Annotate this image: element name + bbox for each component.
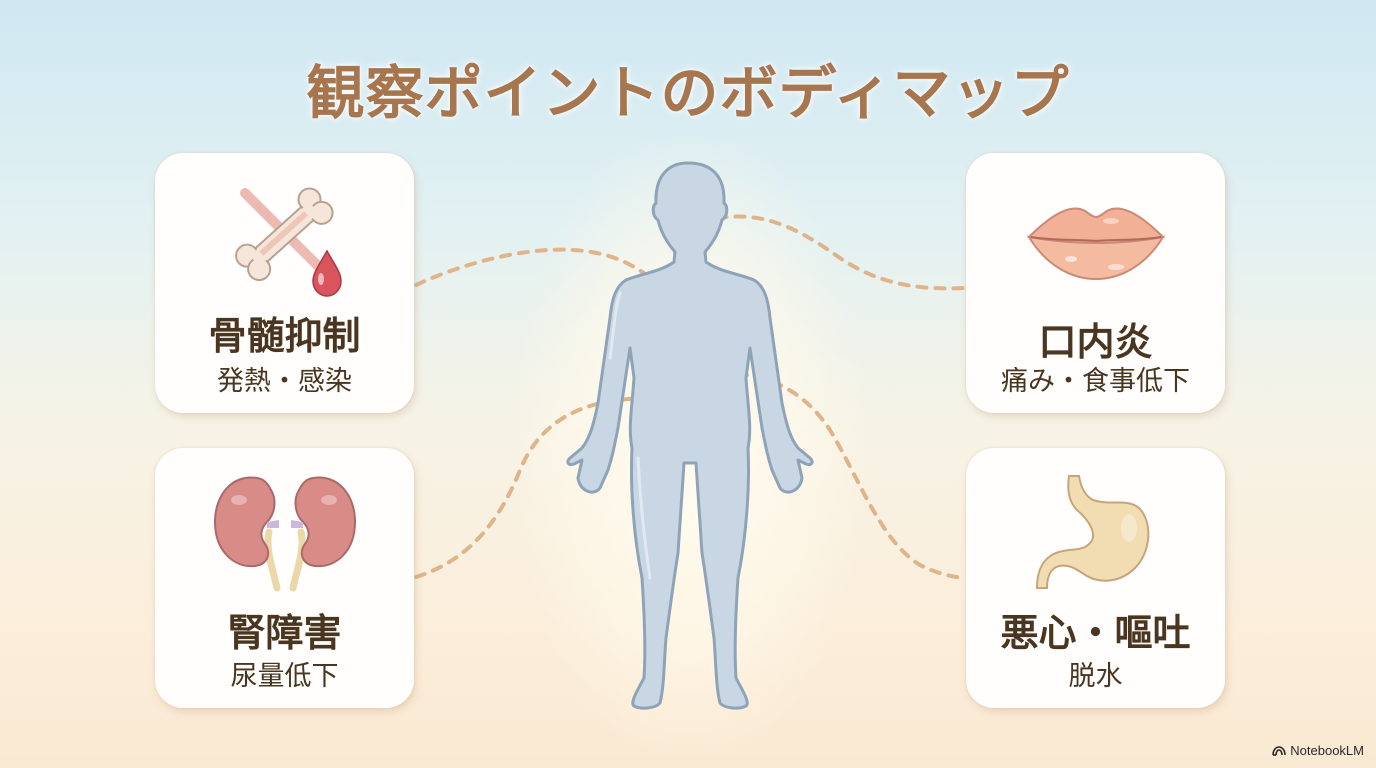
stomach-icon [966, 470, 1225, 600]
lips-icon [966, 175, 1225, 305]
card-label: 腎障害 [227, 611, 342, 655]
card-bone-marrow-suppression: 骨髄抑制 発熱・感染 [155, 153, 414, 413]
brand-label: NotebookLM [1290, 743, 1364, 758]
card-stomatitis: 口内炎 痛み・食事低下 [966, 153, 1225, 413]
card-label: 口内炎 [1038, 320, 1153, 364]
notebooklm-logo-icon [1272, 746, 1287, 756]
bone-with-blood-drop-icon [155, 175, 414, 305]
connector-nausea [700, 370, 966, 580]
card-sublabel: 尿量低下 [230, 661, 339, 692]
page-title: 観察ポイントのボディマップ [306, 59, 1070, 127]
card-sublabel: 発熱・感染 [217, 366, 352, 397]
kidneys-icon [155, 470, 414, 600]
card-sublabel: 痛み・食事低下 [1001, 366, 1190, 397]
card-kidney-damage: 腎障害 尿量低下 [155, 448, 414, 708]
card-nausea-vomiting: 悪心・嘔吐 脱水 [966, 448, 1225, 708]
card-label: 骨髄抑制 [208, 314, 361, 358]
brand-watermark: NotebookLM [1272, 743, 1364, 758]
card-label: 悪心・嘔吐 [1000, 611, 1191, 655]
connector-stomatitis [698, 214, 966, 291]
human-body-silhouette-icon [566, 161, 814, 710]
card-sublabel: 脱水 [1068, 661, 1123, 692]
